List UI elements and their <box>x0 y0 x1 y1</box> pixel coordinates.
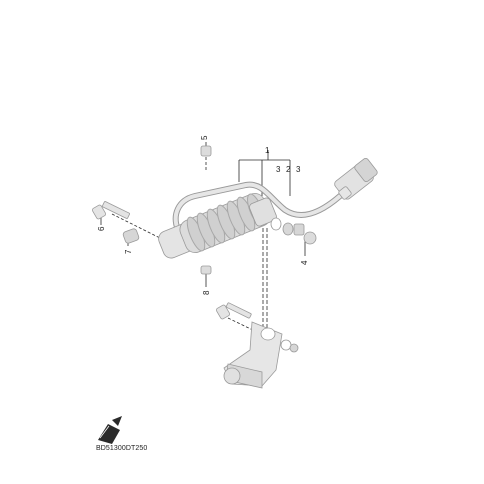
linkage-bracket <box>223 321 299 389</box>
callout-3-left: 3 <box>276 165 281 174</box>
spacer-part-7 <box>122 228 140 244</box>
callout-labels: 1 3 2 3 4 5 6 7 8 <box>97 135 309 295</box>
callout-2: 2 <box>286 165 291 174</box>
callout-1: 1 <box>265 146 270 155</box>
callout-7: 7 <box>124 249 133 254</box>
diagram-reference-code: BD51300DT250 <box>96 445 148 452</box>
coil-spring <box>186 193 265 252</box>
callout-4: 4 <box>300 260 309 265</box>
callout-8: 8 <box>202 290 211 295</box>
bolt-part-6 <box>92 201 130 220</box>
adjuster-hose <box>172 181 343 233</box>
callout-3-right: 3 <box>296 165 301 174</box>
lower-bolt <box>216 302 252 320</box>
nut-part-5 <box>200 145 212 157</box>
callout-6: 6 <box>97 226 106 231</box>
preload-adjuster-knob <box>334 158 378 200</box>
shock-absorber-assembly <box>158 192 277 259</box>
callout-5: 5 <box>200 135 209 140</box>
nut-part-8 <box>200 265 212 275</box>
front-direction-arrow-icon <box>98 416 122 444</box>
collar-parts <box>270 217 317 245</box>
